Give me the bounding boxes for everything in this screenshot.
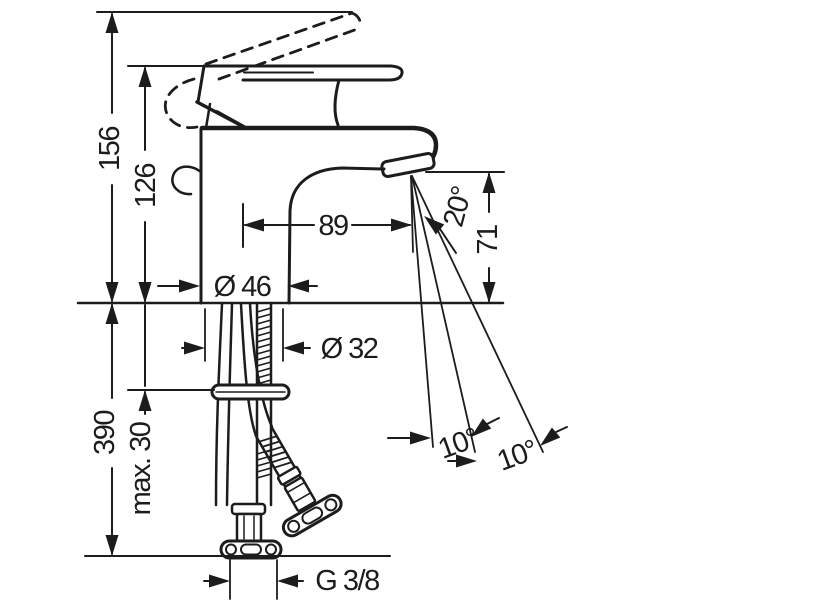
- dim-body-height: 126: [130, 164, 162, 208]
- water-stream-lines: [410, 175, 544, 453]
- dim-spout-reach: 89: [318, 210, 348, 242]
- dim-spout-height: 71: [472, 225, 504, 255]
- dim-overall-height: 156: [94, 127, 126, 171]
- dimension-annotations: [105, 12, 568, 600]
- supply-connections: [210, 302, 343, 560]
- dim-hole-diameter: Ø 32: [321, 333, 378, 365]
- dim-swivel-angle-outer: 10°: [493, 434, 541, 478]
- dim-stream-angle: 20°: [437, 184, 478, 230]
- dim-body-diameter: Ø 46: [214, 271, 271, 303]
- reference-lines: [76, 11, 505, 557]
- dimension-labels: 156 126 89 20° 71 Ø 46 Ø 32 390 max. 30 …: [89, 127, 541, 597]
- dim-swivel-angle-inner: 10°: [434, 422, 482, 466]
- dim-max-deck-thickness: max. 30: [125, 422, 157, 515]
- dim-connection-thread: G 3/8: [315, 565, 379, 597]
- faucet-body-outline: [171, 64, 439, 305]
- dim-below-deck-length: 390: [89, 411, 121, 455]
- raised-lever-dashed-outline: [163, 11, 362, 130]
